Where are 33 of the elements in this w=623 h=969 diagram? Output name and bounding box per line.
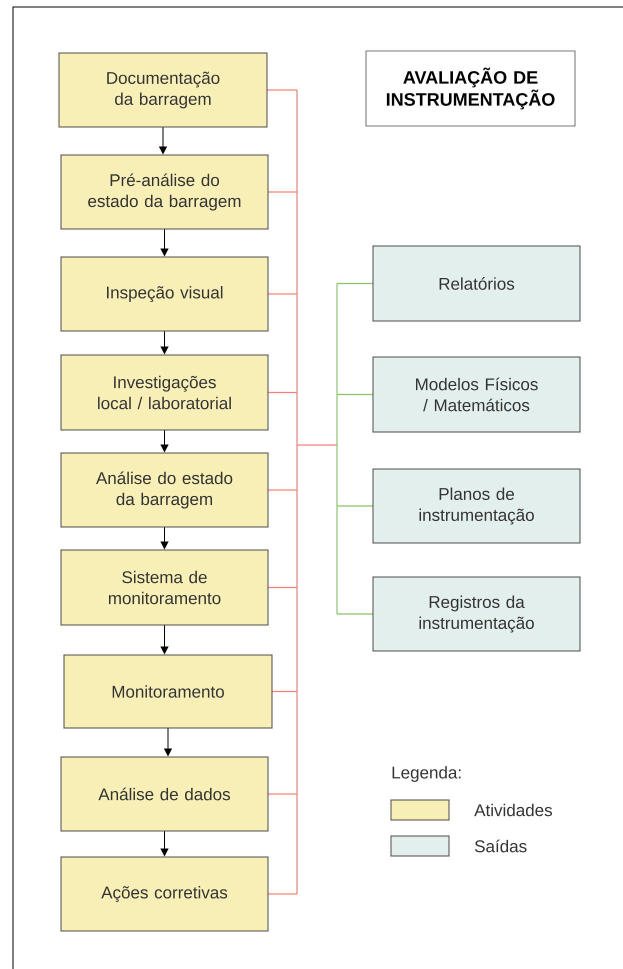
activity-box: Investigações local / laboratorial [60,354,268,430]
activity-box: Ações corretivas [60,856,268,932]
activity-box: Pré-análise do estado da barragem [60,154,268,230]
legend-text: Atividades [474,804,552,816]
connector-line [336,284,338,614]
connector-line [268,89,297,91]
connector-line [337,282,372,284]
output-box: Modelos Físicos / Matemáticos [372,356,580,432]
connector-line [337,613,372,615]
connector-line [268,586,297,588]
output-box: Planos de instrumentação [372,468,580,544]
activity-box: Monitoramento [64,654,272,728]
activity-box: Sistema de monitoramento [60,550,268,626]
connector-line [268,293,297,295]
connector-line [337,505,372,507]
connector-line [268,191,297,193]
connector-line [272,690,297,692]
connector-line [268,793,297,795]
legend-heading: Legenda: [392,766,461,782]
connector-line [297,444,337,446]
activity-box: Análise do estado da barragem [60,452,268,528]
activity-box: Análise de dados [60,756,268,832]
connector-line [337,394,372,396]
activity-box: Inspeção visual [60,256,268,332]
connector-line [268,392,297,394]
output-box: Relatórios [372,246,580,322]
output-box: Registros da instrumentação [372,576,580,652]
connector-line [268,893,297,895]
legend-text: Saídas [474,840,526,852]
activity-box: Documentação da barragem [58,52,268,128]
title-box: AVALIAÇÃO DE INSTRUMENTAÇÃO [366,50,576,126]
connector-line [296,90,298,894]
connector-line [268,489,297,491]
